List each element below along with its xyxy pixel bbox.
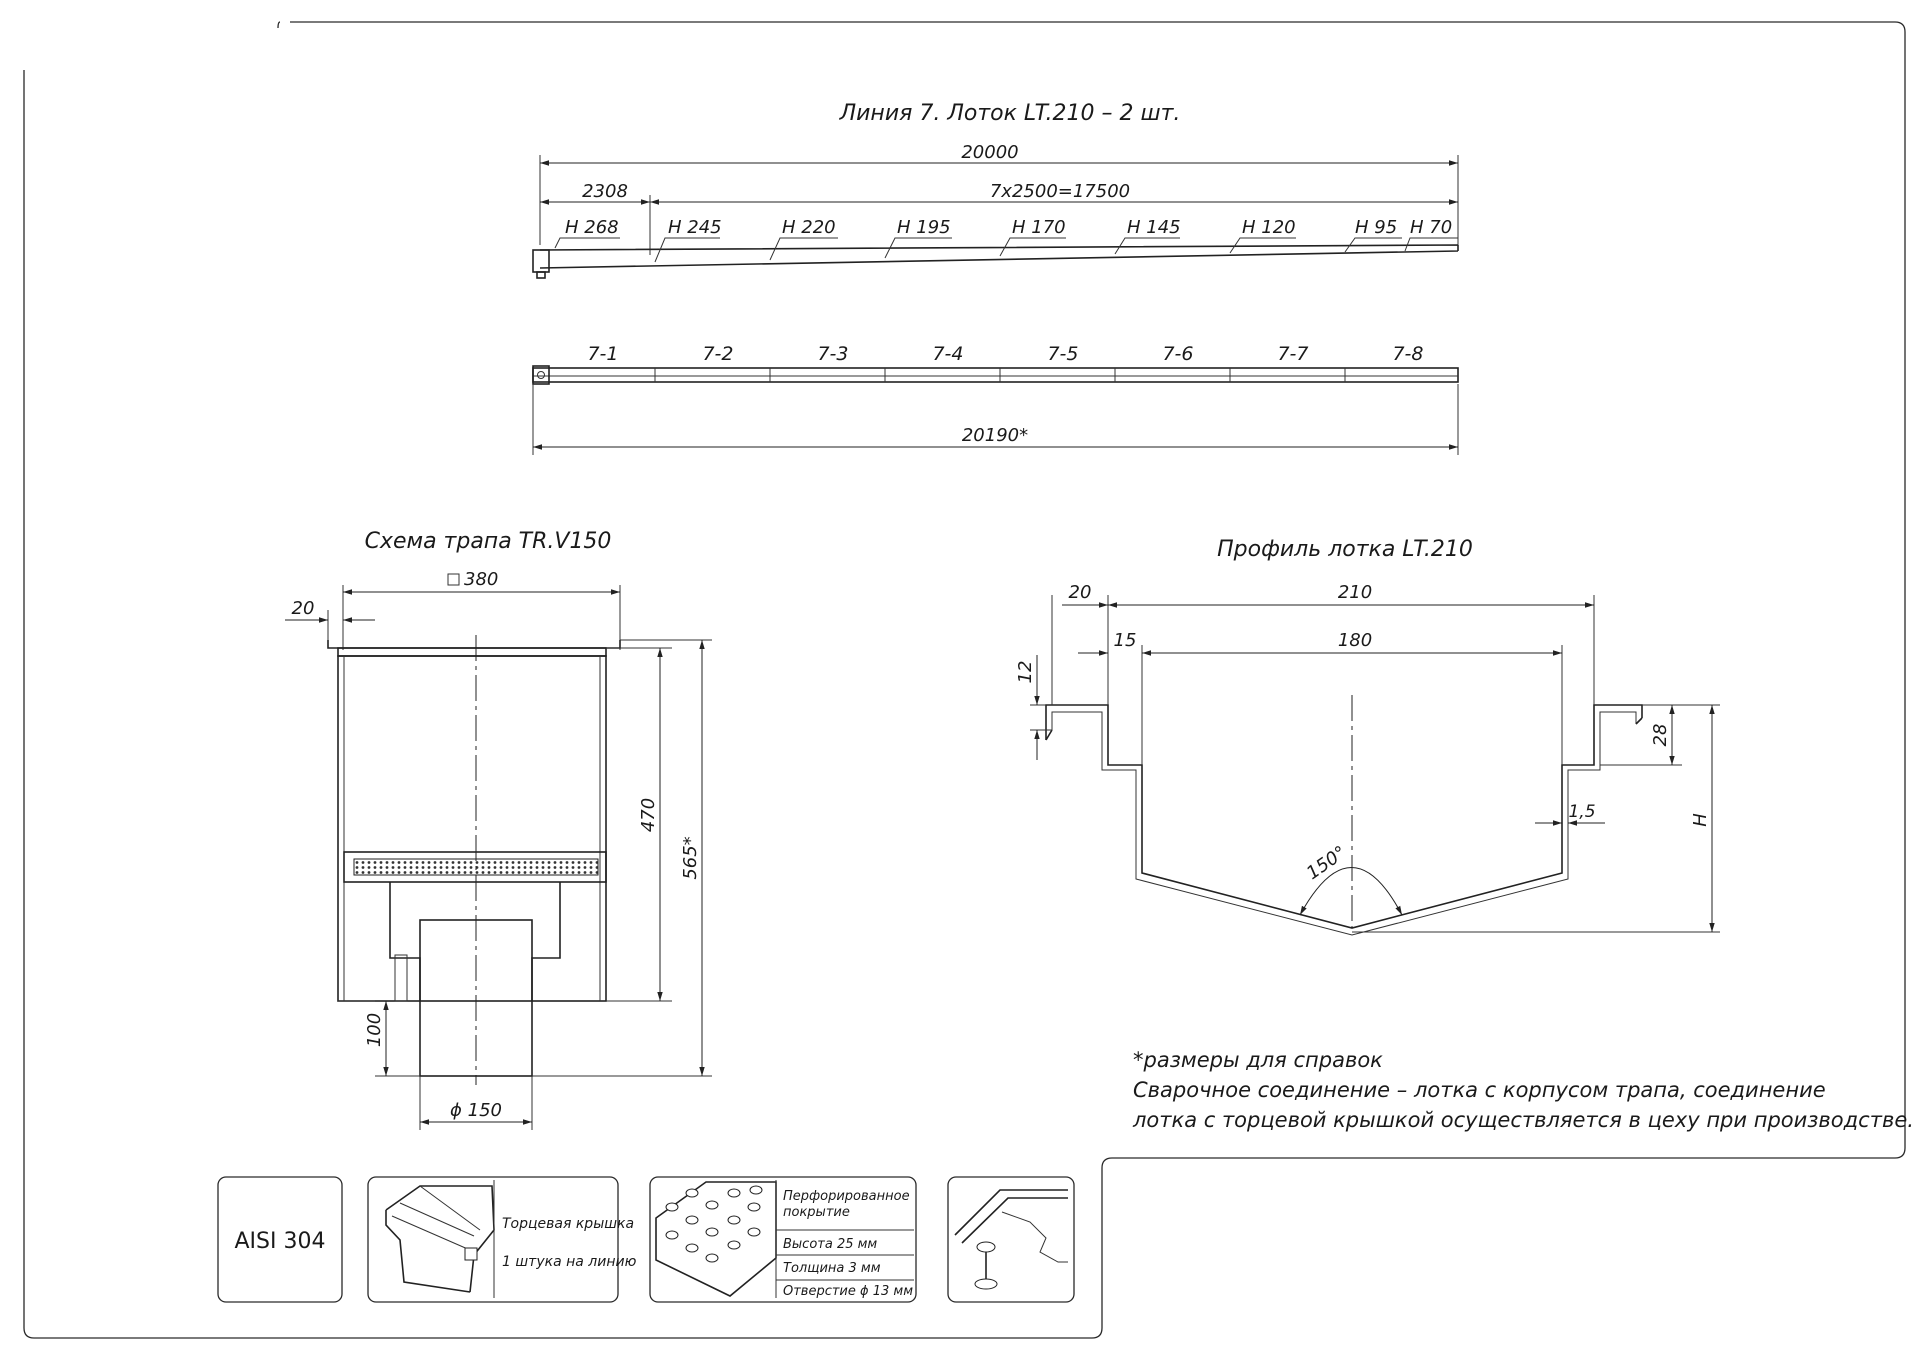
section-label: 7-5 — [1047, 343, 1078, 365]
section-label: 7-3 — [817, 343, 848, 365]
mount-box — [947, 1176, 1075, 1303]
dim-square: 380 — [464, 569, 498, 590]
anchor-bolt-icon — [976, 1241, 996, 1253]
height-label: H 120 — [1242, 217, 1296, 238]
height-label: H 95 — [1355, 217, 1397, 238]
height-label: H 220 — [782, 217, 836, 238]
dim-210: 210 — [1338, 582, 1372, 603]
notes: *размеры для справок Сварочное соединени… — [1132, 1048, 1914, 1132]
dim-180: 180 — [1338, 630, 1372, 651]
dim-thickness: 1,5 — [1568, 802, 1595, 822]
dim-20: 20 — [1069, 582, 1092, 603]
dim-15: 15 — [1114, 630, 1137, 651]
material-label: AISI 304 — [235, 1229, 326, 1254]
section-label: 7-7 — [1277, 343, 1308, 365]
dim-100: 100 — [364, 1013, 385, 1047]
height-label: H 268 — [565, 217, 619, 238]
line-title: Линия 7. Лоток LT.210 – 2 шт. — [839, 101, 1181, 126]
dim-start: 2308 — [582, 181, 628, 202]
section-label: 7-6 — [1162, 343, 1193, 365]
section-label: 7-2 — [702, 343, 733, 365]
channel-profile — [1045, 695, 1643, 936]
height-label: H 170 — [1012, 217, 1066, 238]
dim-28: 28 — [1650, 724, 1671, 747]
section-labels: 7-1 7-2 7-3 7-4 7-5 7-6 7-7 7-8 — [587, 343, 1423, 365]
section-label: 7-1 — [587, 343, 618, 365]
dim-flange: 20 — [292, 598, 315, 619]
dim-angle: 150° — [1303, 842, 1351, 884]
grate-hole: Отверстие ϕ 13 мм — [783, 1284, 913, 1299]
trap-body — [327, 635, 621, 1085]
dim-total: 20000 — [961, 142, 1018, 163]
dim-h: H — [1690, 813, 1711, 827]
section-label: 7-4 — [932, 343, 963, 365]
height-label: H 70 — [1410, 217, 1452, 238]
endcap-qty: 1 штука на линию — [502, 1254, 637, 1270]
height-markers: H 268 H 245 H 220 H 195 H 170 H 145 H 12… — [554, 217, 1458, 263]
grate-title: покрытие — [783, 1205, 850, 1220]
height-label: H 145 — [1127, 217, 1181, 238]
note-line: лотка с торцевой крышкой осуществляется … — [1132, 1108, 1914, 1132]
grate-thickness: Толщина 3 мм — [783, 1261, 881, 1276]
dim-470: 470 — [638, 798, 659, 832]
dim-overall: 20190* — [962, 425, 1028, 446]
grate-box: Перфорированное покрытие Высота 25 мм То… — [649, 1176, 917, 1303]
perforation-holes — [665, 1185, 763, 1263]
note-line: Сварочное соединение – лотка с корпусом … — [1133, 1078, 1826, 1102]
sheet-frame — [23, 21, 1906, 1339]
channel-plan — [532, 367, 1459, 383]
profile-title: Профиль лотка LT.210 — [1217, 537, 1473, 562]
height-label: H 195 — [897, 217, 951, 238]
height-label: H 245 — [668, 217, 722, 238]
material-box — [217, 1176, 343, 1303]
trap-title: Схема трапа TR.V150 — [365, 529, 612, 554]
note-line: *размеры для справок — [1133, 1048, 1383, 1072]
endcap-title: Торцевая крышка — [502, 1216, 634, 1232]
grate-title: Перфорированное — [783, 1189, 910, 1204]
grate-height: Высота 25 мм — [783, 1237, 877, 1252]
dim-span: 7x2500=17500 — [990, 181, 1130, 202]
dim-diameter: ϕ 150 — [450, 1100, 502, 1121]
endcap-box: Торцевая крышка 1 штука на линию — [367, 1176, 637, 1303]
dim-12: 12 — [1015, 661, 1036, 684]
section-label: 7-8 — [1392, 343, 1423, 365]
endcap-icon — [464, 1247, 478, 1261]
dim-565: 565* — [680, 836, 701, 879]
